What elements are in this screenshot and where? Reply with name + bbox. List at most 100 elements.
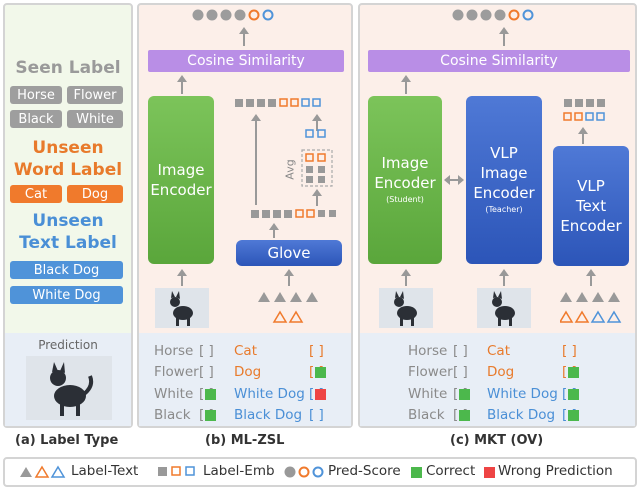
unseen-word-chip: Cat — [10, 185, 62, 203]
label-emb-row — [235, 98, 321, 107]
seen-label-chip: Flower — [67, 86, 123, 104]
arrow-icon — [401, 269, 411, 286]
panel-b-caption: (b) ML-ZSL — [205, 433, 285, 448]
panel-c-caption: (c) MKT (OV) — [450, 433, 544, 448]
unseen-word-title-line2: Word Label — [13, 160, 123, 180]
arrow-icon — [499, 27, 509, 46]
label-emb-row — [563, 99, 605, 121]
unseen-text-title: Unseen Text Label — [8, 210, 128, 254]
prediction-label: Prediction — [38, 338, 98, 352]
pred-row-seen: Flower — [408, 364, 453, 380]
legend-wrong: Wrong Prediction — [498, 463, 613, 479]
pred-score-dots — [452, 9, 534, 21]
correct-mark — [459, 410, 470, 421]
vlp-image-line1: VLP — [490, 144, 518, 162]
legend-label-emb: Label-Emb — [203, 463, 275, 479]
seen-label-chip: White — [67, 110, 123, 128]
legend-pred-score: Pred-Score — [328, 463, 401, 479]
correct-mark — [459, 389, 470, 400]
pred-row-seen: Black — [154, 407, 191, 423]
pred-row-unseen: Cat — [234, 343, 257, 359]
seen-label-chip: Black — [10, 110, 62, 128]
image-encoder-line2: Encoder — [150, 181, 212, 199]
unseen-text-chip: Black Dog — [10, 261, 123, 279]
dog-photo — [379, 288, 433, 328]
vlp-text-line3: Encoder — [560, 217, 622, 235]
unseen-text-title-line1: Unseen — [32, 211, 104, 231]
pred-row-seen: Black — [408, 407, 445, 423]
arrow-icon — [177, 269, 187, 286]
prediction-dog-photo — [26, 356, 112, 420]
glove-box: Glove — [236, 240, 342, 266]
correct-mark — [315, 367, 326, 378]
arrow-icon — [251, 114, 261, 205]
student-sub: (Student) — [386, 195, 424, 204]
label-text-legend-icon — [20, 465, 66, 478]
distill-arrow-icon — [444, 175, 464, 185]
correct-legend-icon — [411, 467, 422, 478]
student-encoder-line1: Image — [381, 154, 429, 172]
arrow-icon — [499, 269, 509, 286]
panel-a-caption: (a) Label Type — [15, 433, 119, 448]
student-image-encoder-box: Image Encoder (Student) — [368, 96, 442, 264]
pred-row-unseen: White Dog — [234, 386, 305, 402]
pred-row-unseen: Black Dog — [234, 407, 303, 423]
pred-score-legend-icon — [284, 466, 324, 478]
pred-row-unseen: Cat — [487, 343, 510, 359]
arrow-icon — [312, 114, 322, 131]
unseen-word-title: Unseen Word Label — [8, 137, 128, 181]
pred-row-seen: White — [408, 386, 448, 402]
pred-row-unseen: White Dog — [487, 386, 558, 402]
vlp-text-encoder-box: VLP Text Encoder — [553, 146, 629, 266]
cosine-similarity-box: Cosine Similarity — [368, 50, 630, 72]
vlp-image-line2: Image — [480, 164, 528, 182]
unseen-word-title-line1: Unseen — [32, 138, 104, 158]
correct-mark — [205, 389, 216, 400]
arrow-icon — [586, 269, 596, 286]
arrow-icon — [312, 189, 322, 206]
pred-score-dots — [192, 9, 274, 21]
unseen-text-title-line2: Text Label — [19, 233, 117, 253]
image-encoder-box: Image Encoder — [148, 96, 214, 264]
wrong-mark — [315, 389, 326, 400]
avg-block — [301, 129, 333, 187]
pred-mark: [ ] — [199, 364, 214, 380]
correct-mark — [568, 410, 579, 421]
correct-mark — [205, 410, 216, 421]
pred-row-seen: White — [154, 386, 194, 402]
dog-photo — [477, 288, 531, 328]
seen-label-title: Seen Label — [15, 58, 121, 78]
wrong-legend-icon — [484, 467, 495, 478]
legend-bar — [3, 457, 637, 487]
label-emb-legend-icon — [158, 466, 195, 476]
pred-mark: [ ] — [453, 343, 468, 359]
pred-row-unseen: Black Dog — [487, 407, 556, 423]
seen-label-chip: Horse — [10, 86, 62, 104]
unseen-text-chip: White Dog — [10, 286, 123, 304]
teacher-sub: (Teacher) — [485, 205, 523, 214]
arrow-icon — [177, 75, 187, 94]
vlp-image-line3: Encoder — [473, 184, 535, 202]
correct-mark — [568, 389, 579, 400]
dog-photo — [155, 288, 209, 328]
arrow-icon — [269, 223, 279, 238]
vlp-text-line1: VLP — [577, 177, 605, 195]
label-text-triangles — [258, 292, 318, 323]
pred-mark: [ ] — [562, 343, 577, 359]
label-emb-row — [251, 209, 336, 218]
pred-row-unseen: Dog — [234, 364, 262, 380]
legend-label-text: Label-Text — [71, 463, 139, 479]
image-encoder-line1: Image — [157, 161, 205, 179]
arrow-icon — [239, 27, 249, 46]
correct-mark — [568, 367, 579, 378]
unseen-word-chip: Dog — [67, 185, 123, 203]
student-encoder-line2: Encoder — [374, 174, 436, 192]
pred-mark: [ ] — [199, 343, 214, 359]
pred-mark: [ ] — [309, 343, 324, 359]
pred-row-unseen: Dog — [487, 364, 515, 380]
avg-label: Avg — [283, 159, 297, 180]
pred-row-seen: Horse — [154, 343, 193, 359]
vlp-image-encoder-box: VLP Image Encoder (Teacher) — [466, 96, 542, 264]
legend-correct: Correct — [426, 463, 476, 479]
arrow-icon — [284, 269, 294, 286]
